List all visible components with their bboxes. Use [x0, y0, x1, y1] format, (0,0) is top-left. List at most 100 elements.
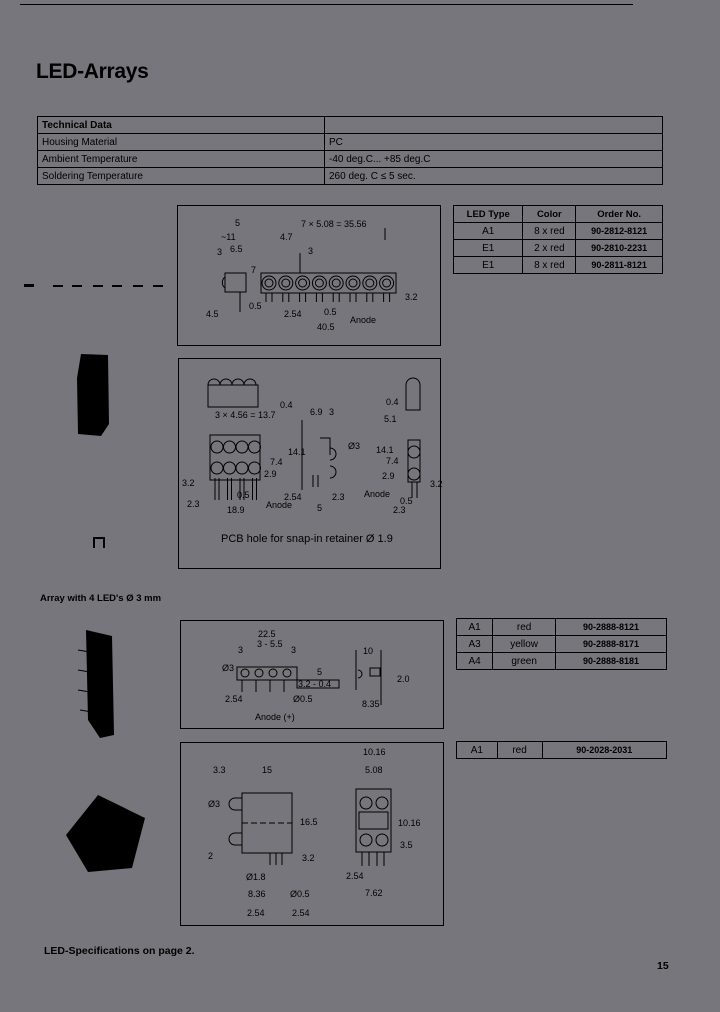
dim-label: 0.5	[324, 307, 337, 317]
dim-label: 2.54	[292, 908, 310, 918]
photo-led-array-2x2	[66, 795, 145, 872]
dim-label: 3.2	[302, 853, 315, 863]
drawing-box-4	[180, 742, 444, 926]
led-circle	[295, 275, 311, 291]
dim-label: 5.08	[365, 765, 383, 775]
dim-label: 7.62	[365, 888, 383, 898]
drawing-4-shapes	[228, 788, 392, 866]
dim-label: 2.54	[225, 694, 243, 704]
cell: 90-2888-8181	[554, 652, 668, 670]
led-circle	[362, 275, 378, 291]
dim-label: Ø0.5	[293, 694, 313, 704]
photo-led-array-4	[86, 630, 114, 738]
led-circle	[278, 275, 294, 291]
drawing-box-3	[180, 620, 444, 729]
dim-label: 3.2 - 0.4	[298, 679, 332, 689]
photo-led-array-block	[77, 354, 109, 436]
dim-label: 22.5	[258, 629, 276, 639]
dim-label: 5	[317, 503, 323, 513]
dim-label: Anode (+)	[255, 712, 295, 722]
dim-label: Anode	[350, 315, 377, 325]
dim-label: 14.1	[376, 445, 394, 455]
dim-label: 7	[251, 265, 257, 275]
led-inner	[314, 278, 324, 288]
dim-label: 3	[238, 645, 244, 655]
dim-label: ~11	[221, 232, 236, 242]
drawing-box-1	[177, 205, 441, 346]
dim-label: 7 × 5.08 = 35.56	[301, 219, 367, 229]
drawing-3-shapes	[236, 650, 382, 705]
dim-label: 4.5	[206, 309, 219, 319]
dim-label: 40.5	[317, 322, 335, 332]
dim-label: 0.5	[237, 490, 250, 500]
dim-label: 2.9	[382, 471, 395, 481]
led-inner	[298, 278, 308, 288]
dim-label: 5	[317, 667, 323, 677]
dim-label: 0.4	[280, 400, 293, 410]
dim-label: 3.2	[430, 479, 443, 489]
led-circle	[235, 440, 249, 454]
led-circle	[345, 275, 361, 291]
led-circle	[223, 461, 236, 475]
dim-label: 3.2	[405, 292, 418, 302]
page-title: LED-Arrays	[36, 60, 149, 83]
dim-label: 2.54	[284, 492, 302, 502]
dim-label: 7.4	[270, 457, 283, 467]
dim-label: Ø0.5	[290, 889, 310, 899]
drawing-2-caption: PCB hole for snap-in retainer Ø 1.9	[221, 533, 393, 545]
row-value: 260 deg. C ≤ 5 sec.	[324, 167, 663, 185]
led-inner	[281, 278, 291, 288]
dim-label: 10.16	[398, 818, 421, 828]
dim-label: 10	[363, 646, 374, 656]
dim-label: 15	[262, 765, 273, 775]
dim-label: Ø1.8	[246, 872, 266, 882]
cell: A4	[455, 652, 494, 670]
drawing-box-2	[178, 358, 441, 569]
dim-label: 0.4	[386, 397, 399, 407]
dim-label: 10.16	[363, 747, 386, 757]
top-rule	[20, 4, 633, 5]
dim-label: 2.3	[187, 499, 200, 509]
dim-label: 3.3	[213, 765, 226, 775]
dim-label: Ø3	[222, 663, 235, 673]
dim-label: 2.9	[264, 469, 277, 479]
led-inner	[348, 278, 358, 288]
table-row: Ambient Temperature-40 deg.C... +85 deg.…	[37, 150, 663, 168]
row-label: Soldering Temperature	[37, 167, 325, 185]
col-led-type: LED Type	[452, 205, 524, 223]
led-circle	[311, 275, 327, 291]
page-number: 15	[657, 960, 669, 972]
dim-label: 2.3	[332, 492, 345, 502]
dim-label: 6.5	[230, 244, 243, 254]
dim-label: 3	[291, 645, 297, 655]
led-circle	[379, 275, 395, 291]
led-circle	[261, 275, 277, 291]
dim-label: 18.9	[227, 505, 245, 515]
led-inner	[331, 278, 341, 288]
dim-label: 2.3	[393, 505, 406, 515]
footer-note: LED-Specifications on page 2.	[44, 945, 195, 957]
led-inner	[382, 278, 392, 288]
dim-label: 3.2	[182, 478, 195, 488]
photo-led-array-4-pins	[77, 649, 93, 713]
dim-label: Ø3	[208, 799, 221, 809]
drawing-2-shapes	[207, 377, 421, 500]
dim-label: 16.5	[300, 817, 318, 827]
cell: E1	[452, 256, 524, 274]
dim-label: Anode	[266, 500, 293, 510]
dim-label: 4.7	[280, 232, 293, 242]
dim-label: 2.54	[284, 309, 302, 319]
dim-label: 3.5	[400, 840, 413, 850]
dim-label: 3	[308, 246, 314, 256]
dim-label: 2.54	[346, 871, 364, 881]
